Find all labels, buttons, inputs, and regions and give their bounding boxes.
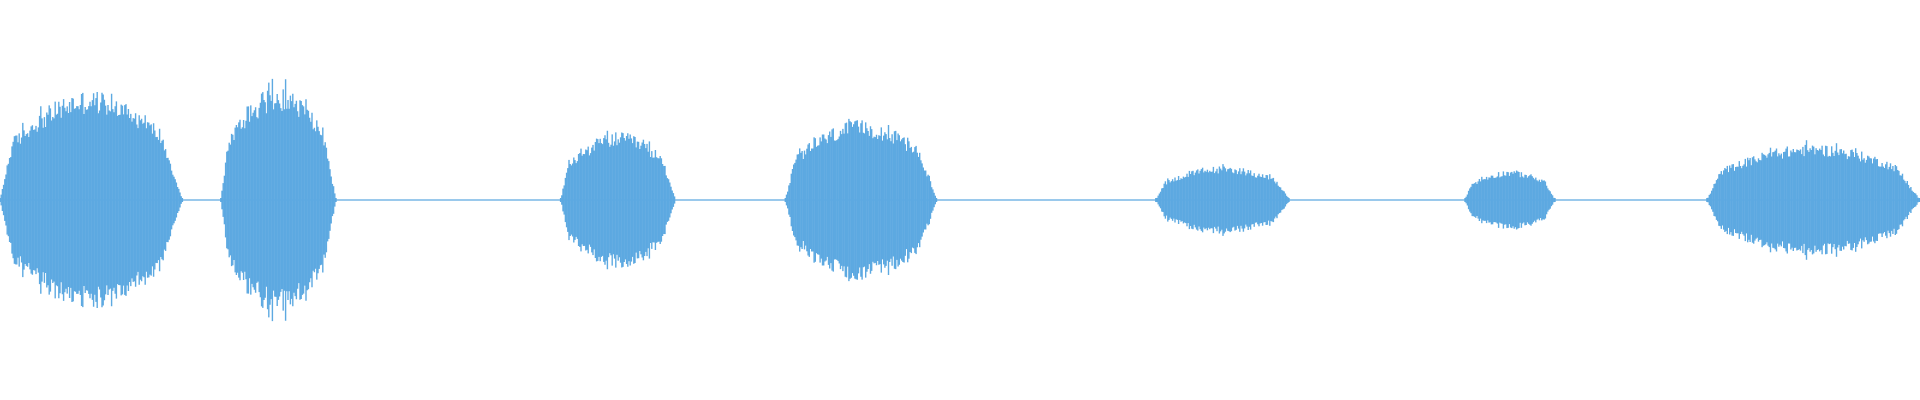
waveform-bars [0,78,1920,322]
